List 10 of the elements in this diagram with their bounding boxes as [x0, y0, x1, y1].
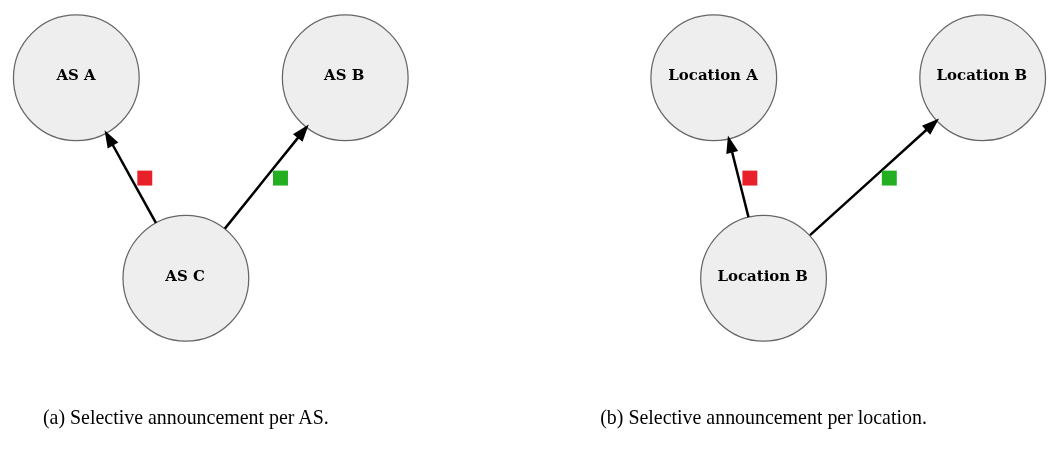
node-circle: AS A [12, 14, 140, 142]
node-circle: AS C [122, 214, 250, 342]
arrow [223, 124, 309, 230]
label: (a) Selective announcement per AS. [42, 406, 329, 429]
label: (b) Selective announcement per location. [600, 406, 927, 429]
node-circle: Location B [700, 214, 828, 342]
arrow [104, 130, 158, 224]
arrow [726, 135, 750, 218]
node-circle: Location A [650, 14, 778, 142]
arrow [809, 118, 940, 236]
